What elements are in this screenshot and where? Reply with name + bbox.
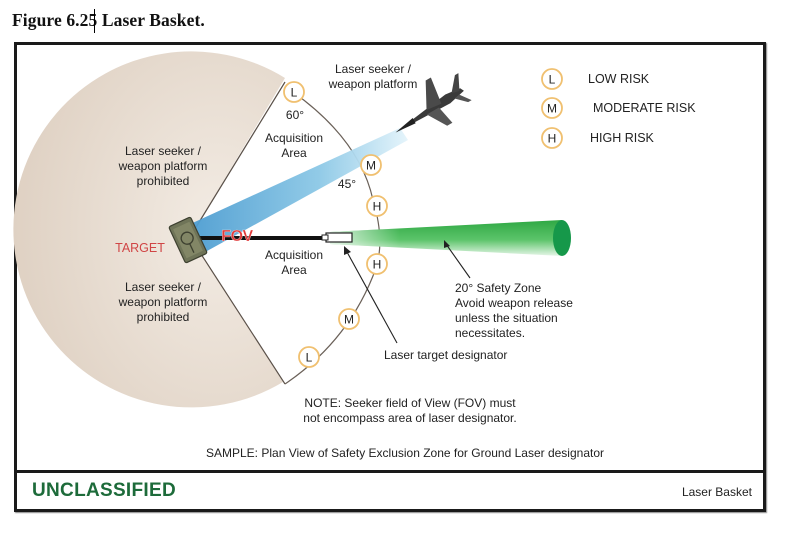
- note-line: NOTE: Seeker field of View (FOV) must: [304, 396, 516, 410]
- risk-marker-letter: M: [366, 159, 376, 173]
- note-line: not encompass area of laser designator.: [303, 411, 517, 425]
- legend-item-high: HIGH RISK: [590, 131, 654, 145]
- risk-marker-moderate: M: [360, 154, 382, 176]
- target-tank-icon: [168, 216, 208, 264]
- laser-designator-icon: [321, 232, 353, 243]
- designator-label: Laser target designator: [384, 348, 508, 362]
- sample-caption: SAMPLE: Plan View of Safety Exclusion Zo…: [206, 446, 604, 460]
- risk-marker-moderate: M: [338, 308, 360, 330]
- safety-zone-cone: [330, 220, 571, 256]
- safety-zone-arrow: [444, 240, 471, 279]
- acquisition-label-lower: Acquisition Area: [252, 248, 336, 278]
- legend-label: MODERATE RISK: [593, 101, 696, 115]
- acquisition-label-line: Acquisition: [264, 131, 324, 145]
- prohibited-label-line: weapon platform: [118, 159, 208, 173]
- acquisition-label-line: Area: [281, 146, 307, 160]
- footer-label: Laser Basket: [681, 485, 752, 499]
- safety-zone-line: necessitates.: [455, 326, 526, 340]
- acquisition-boundary-lower: [189, 236, 286, 385]
- prohibited-label-line: Laser seeker /: [124, 144, 202, 158]
- prohibited-label-lower: Laser seeker / weapon platform prohibite…: [108, 280, 218, 325]
- angle-60-label: 60°: [285, 108, 305, 122]
- legend-item-low: LOW RISK: [588, 72, 649, 86]
- prohibited-label-line: prohibited: [136, 310, 190, 324]
- aircraft-label-line: Laser seeker /: [334, 62, 412, 76]
- target-label: TARGET: [115, 241, 165, 255]
- footer-divider: [17, 470, 763, 473]
- text-cursor: [94, 9, 95, 33]
- prohibited-zone: [13, 51, 285, 408]
- prohibited-label-upper: Laser seeker / weapon platform prohibite…: [108, 144, 218, 189]
- aircraft-label: Laser seeker / weapon platform: [318, 62, 428, 92]
- prohibited-label-line: prohibited: [136, 174, 190, 188]
- risk-marker-letter: H: [373, 258, 382, 272]
- legend-marker-icon: L: [541, 68, 563, 90]
- fov-beam: [186, 128, 408, 256]
- designator-arrow: [344, 246, 398, 344]
- classification-banner: UNCLASSIFIED: [32, 480, 176, 501]
- safety-zone-line: unless the situation: [455, 311, 558, 325]
- risk-marker-letter: L: [291, 86, 298, 100]
- acquisition-label-upper: Acquisition Area: [252, 131, 336, 161]
- note-text: NOTE: Seeker field of View (FOV) must no…: [260, 396, 560, 426]
- risk-marker-high: H: [366, 253, 388, 275]
- risk-marker-low: L: [283, 81, 305, 103]
- risk-marker-low: L: [298, 346, 320, 368]
- fov-label: FOV: [221, 228, 253, 245]
- acquisition-label-line: Acquisition: [264, 248, 324, 262]
- legend-item-moderate: MODERATE RISK: [593, 101, 696, 115]
- risk-marker-letter: H: [373, 200, 382, 214]
- legend-label: HIGH RISK: [590, 131, 654, 145]
- figure-frame: [14, 42, 766, 512]
- safety-zone-line: Avoid weapon release: [455, 296, 573, 310]
- prohibited-label-line: weapon platform: [118, 295, 208, 309]
- risk-marker-letter: M: [547, 102, 557, 116]
- legend-marker-icon: M: [541, 97, 563, 119]
- risk-marker-letter: L: [549, 73, 556, 87]
- prohibited-label-line: Laser seeker /: [124, 280, 202, 294]
- risk-marker-letter: L: [306, 351, 313, 365]
- acquisition-boundary-upper: [189, 81, 286, 238]
- risk-marker-letter: H: [548, 132, 557, 146]
- risk-marker-high: H: [366, 195, 388, 217]
- safety-zone-line: 20° Safety Zone: [455, 281, 542, 295]
- safety-zone-label: 20° Safety Zone Avoid weapon release unl…: [455, 281, 573, 341]
- aircraft-label-line: weapon platform: [328, 77, 418, 91]
- acquisition-label-line: Area: [281, 263, 307, 277]
- risk-marker-letter: M: [344, 313, 354, 327]
- angle-45-label: 45°: [337, 177, 357, 191]
- figure-title: Figure 6.25 Laser Basket.: [12, 10, 205, 30]
- aircraft-icon: [395, 73, 472, 133]
- legend-marker-icon: H: [541, 127, 563, 149]
- legend-label: LOW RISK: [588, 72, 650, 86]
